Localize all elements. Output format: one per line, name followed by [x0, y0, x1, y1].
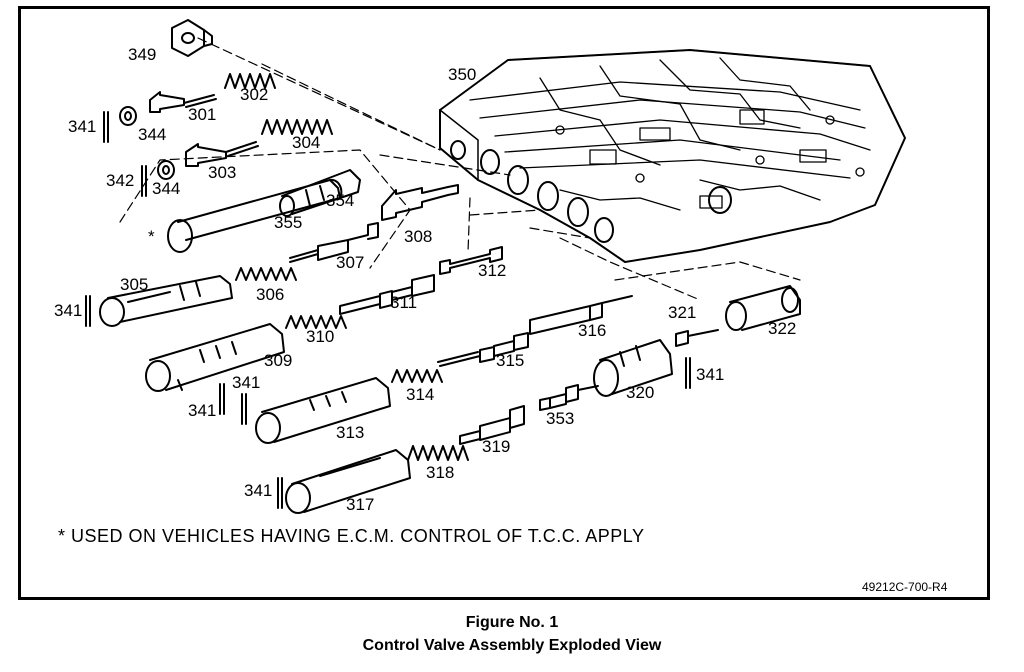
valve-311	[339, 274, 435, 315]
pin-341-mid	[85, 295, 91, 327]
callout-319: 319	[482, 437, 511, 456]
callout-303: 303	[208, 163, 237, 182]
spring-304	[261, 119, 333, 135]
retainer-344-top	[119, 106, 137, 126]
callout-315: 315	[496, 351, 525, 370]
drawing-code: 49212C-700-R4	[862, 580, 948, 594]
callout-341-313: 341	[232, 373, 261, 392]
callout-353: 353	[546, 409, 575, 428]
valve-353	[539, 384, 599, 411]
callout-341-mid: 341	[54, 301, 83, 320]
pin-341-309	[219, 383, 225, 415]
valve-316	[529, 295, 633, 335]
callout-355: 355	[274, 213, 303, 232]
spring-302	[224, 73, 276, 89]
callout-341-right: 341	[696, 365, 725, 384]
callout-344-top: 344	[138, 125, 167, 144]
sleeve-309	[145, 323, 285, 392]
callout-344: 344	[152, 179, 181, 198]
callout-342: 342	[106, 171, 135, 190]
pin-342	[141, 165, 147, 197]
callout-312: 312	[478, 261, 507, 280]
diagram-frame	[18, 6, 990, 600]
callout-320: 320	[626, 383, 655, 402]
sleeve-313	[255, 377, 391, 444]
valve-301	[149, 91, 217, 113]
callout-313: 313	[336, 423, 365, 442]
callout-322: 322	[768, 319, 797, 338]
valve-303	[185, 141, 259, 167]
callout-349: 349	[128, 45, 157, 64]
sleeve-355	[167, 178, 343, 253]
spring-306	[235, 267, 297, 281]
plug-349	[171, 19, 213, 57]
callout-350: 350	[448, 65, 477, 84]
valve-body-350	[439, 49, 906, 263]
valve-354	[279, 169, 361, 217]
pin-341-313	[241, 393, 247, 425]
sleeve-320	[593, 339, 673, 397]
callout-354: 354	[326, 191, 355, 210]
ecm-usage-note: * USED ON VEHICLES HAVING E.C.M. CONTROL…	[58, 526, 645, 546]
valve-319	[459, 405, 525, 445]
note-asterisk-marker: *	[148, 227, 155, 246]
callout-321: 321	[668, 303, 697, 322]
valve-308	[381, 184, 459, 221]
callout-317: 317	[346, 495, 375, 514]
spring-310	[285, 315, 347, 329]
pin-341-317	[277, 477, 283, 509]
valve-315	[437, 332, 529, 367]
callout-302: 302	[240, 85, 269, 104]
callout-306: 306	[256, 285, 285, 304]
callout-316: 316	[578, 321, 607, 340]
callout-341-top: 341	[68, 117, 97, 136]
callout-308: 308	[404, 227, 433, 246]
callout-304: 304	[292, 133, 321, 152]
callout-314: 314	[406, 385, 435, 404]
plug-322	[725, 285, 801, 331]
spring-314	[391, 369, 443, 383]
valve-321	[675, 329, 719, 347]
retainer-344	[157, 160, 175, 180]
callout-305: 305	[120, 275, 149, 294]
pin-341-top	[103, 111, 109, 143]
exploded-view-drawing	[85, 19, 906, 514]
valve-312	[439, 246, 503, 275]
callout-341-309: 341	[188, 401, 217, 420]
callout-318: 318	[426, 463, 455, 482]
callout-311: 311	[390, 293, 418, 312]
figure-title: Control Valve Assembly Exploded View	[362, 637, 662, 654]
pin-341-320	[685, 357, 691, 389]
callout-307: 307	[336, 253, 365, 272]
figure-number: Figure No. 1	[465, 614, 559, 631]
callout-301: 301	[188, 105, 217, 124]
spring-318	[407, 445, 469, 461]
sleeve-305	[99, 275, 233, 327]
callout-309: 309	[264, 351, 293, 370]
sleeve-317	[285, 449, 411, 514]
callout-341-317: 341	[244, 481, 273, 500]
valve-307	[289, 222, 379, 263]
callout-310: 310	[306, 327, 335, 346]
